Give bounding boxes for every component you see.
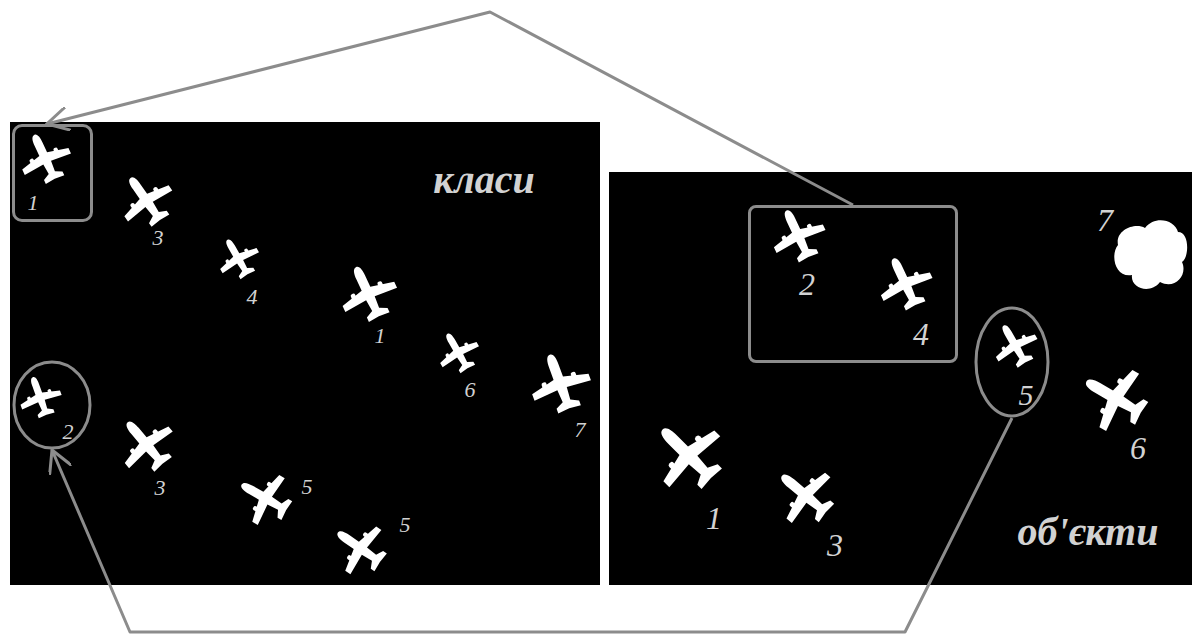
left-panel [10, 122, 600, 585]
airplane [637, 404, 737, 504]
callout-number: 5 [302, 476, 313, 498]
callout-number: 1 [28, 192, 39, 214]
callout-number: 5 [400, 514, 411, 536]
outline-ellipse [14, 362, 90, 448]
callout-number: 4 [247, 286, 258, 308]
callout-number: 1 [375, 325, 386, 347]
airplane [11, 124, 78, 190]
class-box: 1 [12, 124, 93, 222]
callout-number: 4 [913, 318, 929, 350]
airplane [869, 247, 940, 317]
callout-number: 3 [827, 529, 843, 561]
object-planes [637, 199, 1187, 536]
class-planes [11, 124, 598, 584]
right-panel [609, 172, 1192, 585]
airplane [330, 255, 405, 329]
airplane [763, 453, 846, 536]
callout-number: 6 [1130, 432, 1146, 464]
panel-title: класи [433, 160, 535, 200]
airplane [762, 199, 833, 269]
airplane [108, 162, 182, 236]
connector-arrow [52, 418, 1012, 632]
object-box: 24 [748, 205, 958, 363]
outline-ellipse [976, 308, 1048, 416]
airplane [322, 510, 396, 584]
callout-number: 3 [155, 477, 166, 499]
object-ellipse: 5 [974, 306, 1050, 418]
airplane [228, 461, 300, 534]
airplane [209, 229, 266, 285]
connector-arrow [47, 12, 853, 205]
outline-ellipse [974, 306, 1050, 418]
airplane [1070, 353, 1158, 442]
classes-panel: 1 2 класи [10, 122, 600, 585]
callout-number: 3 [153, 227, 164, 249]
airplane [522, 345, 598, 420]
callout-number: 2 [799, 268, 815, 300]
outline-ellipse [12, 360, 92, 450]
callout-number: 6 [465, 379, 476, 401]
callout-number: 1 [706, 502, 722, 534]
airplane [429, 323, 486, 379]
callout-number: 7 [575, 419, 586, 441]
panel-title: об'єкти [1018, 512, 1159, 552]
cloud [1114, 220, 1187, 289]
airplane [106, 404, 185, 483]
callout-number: 2 [63, 421, 74, 443]
callout-number: 5 [1019, 380, 1034, 410]
class-circle: 2 [12, 360, 92, 450]
callout-number: 7 [1097, 204, 1113, 236]
